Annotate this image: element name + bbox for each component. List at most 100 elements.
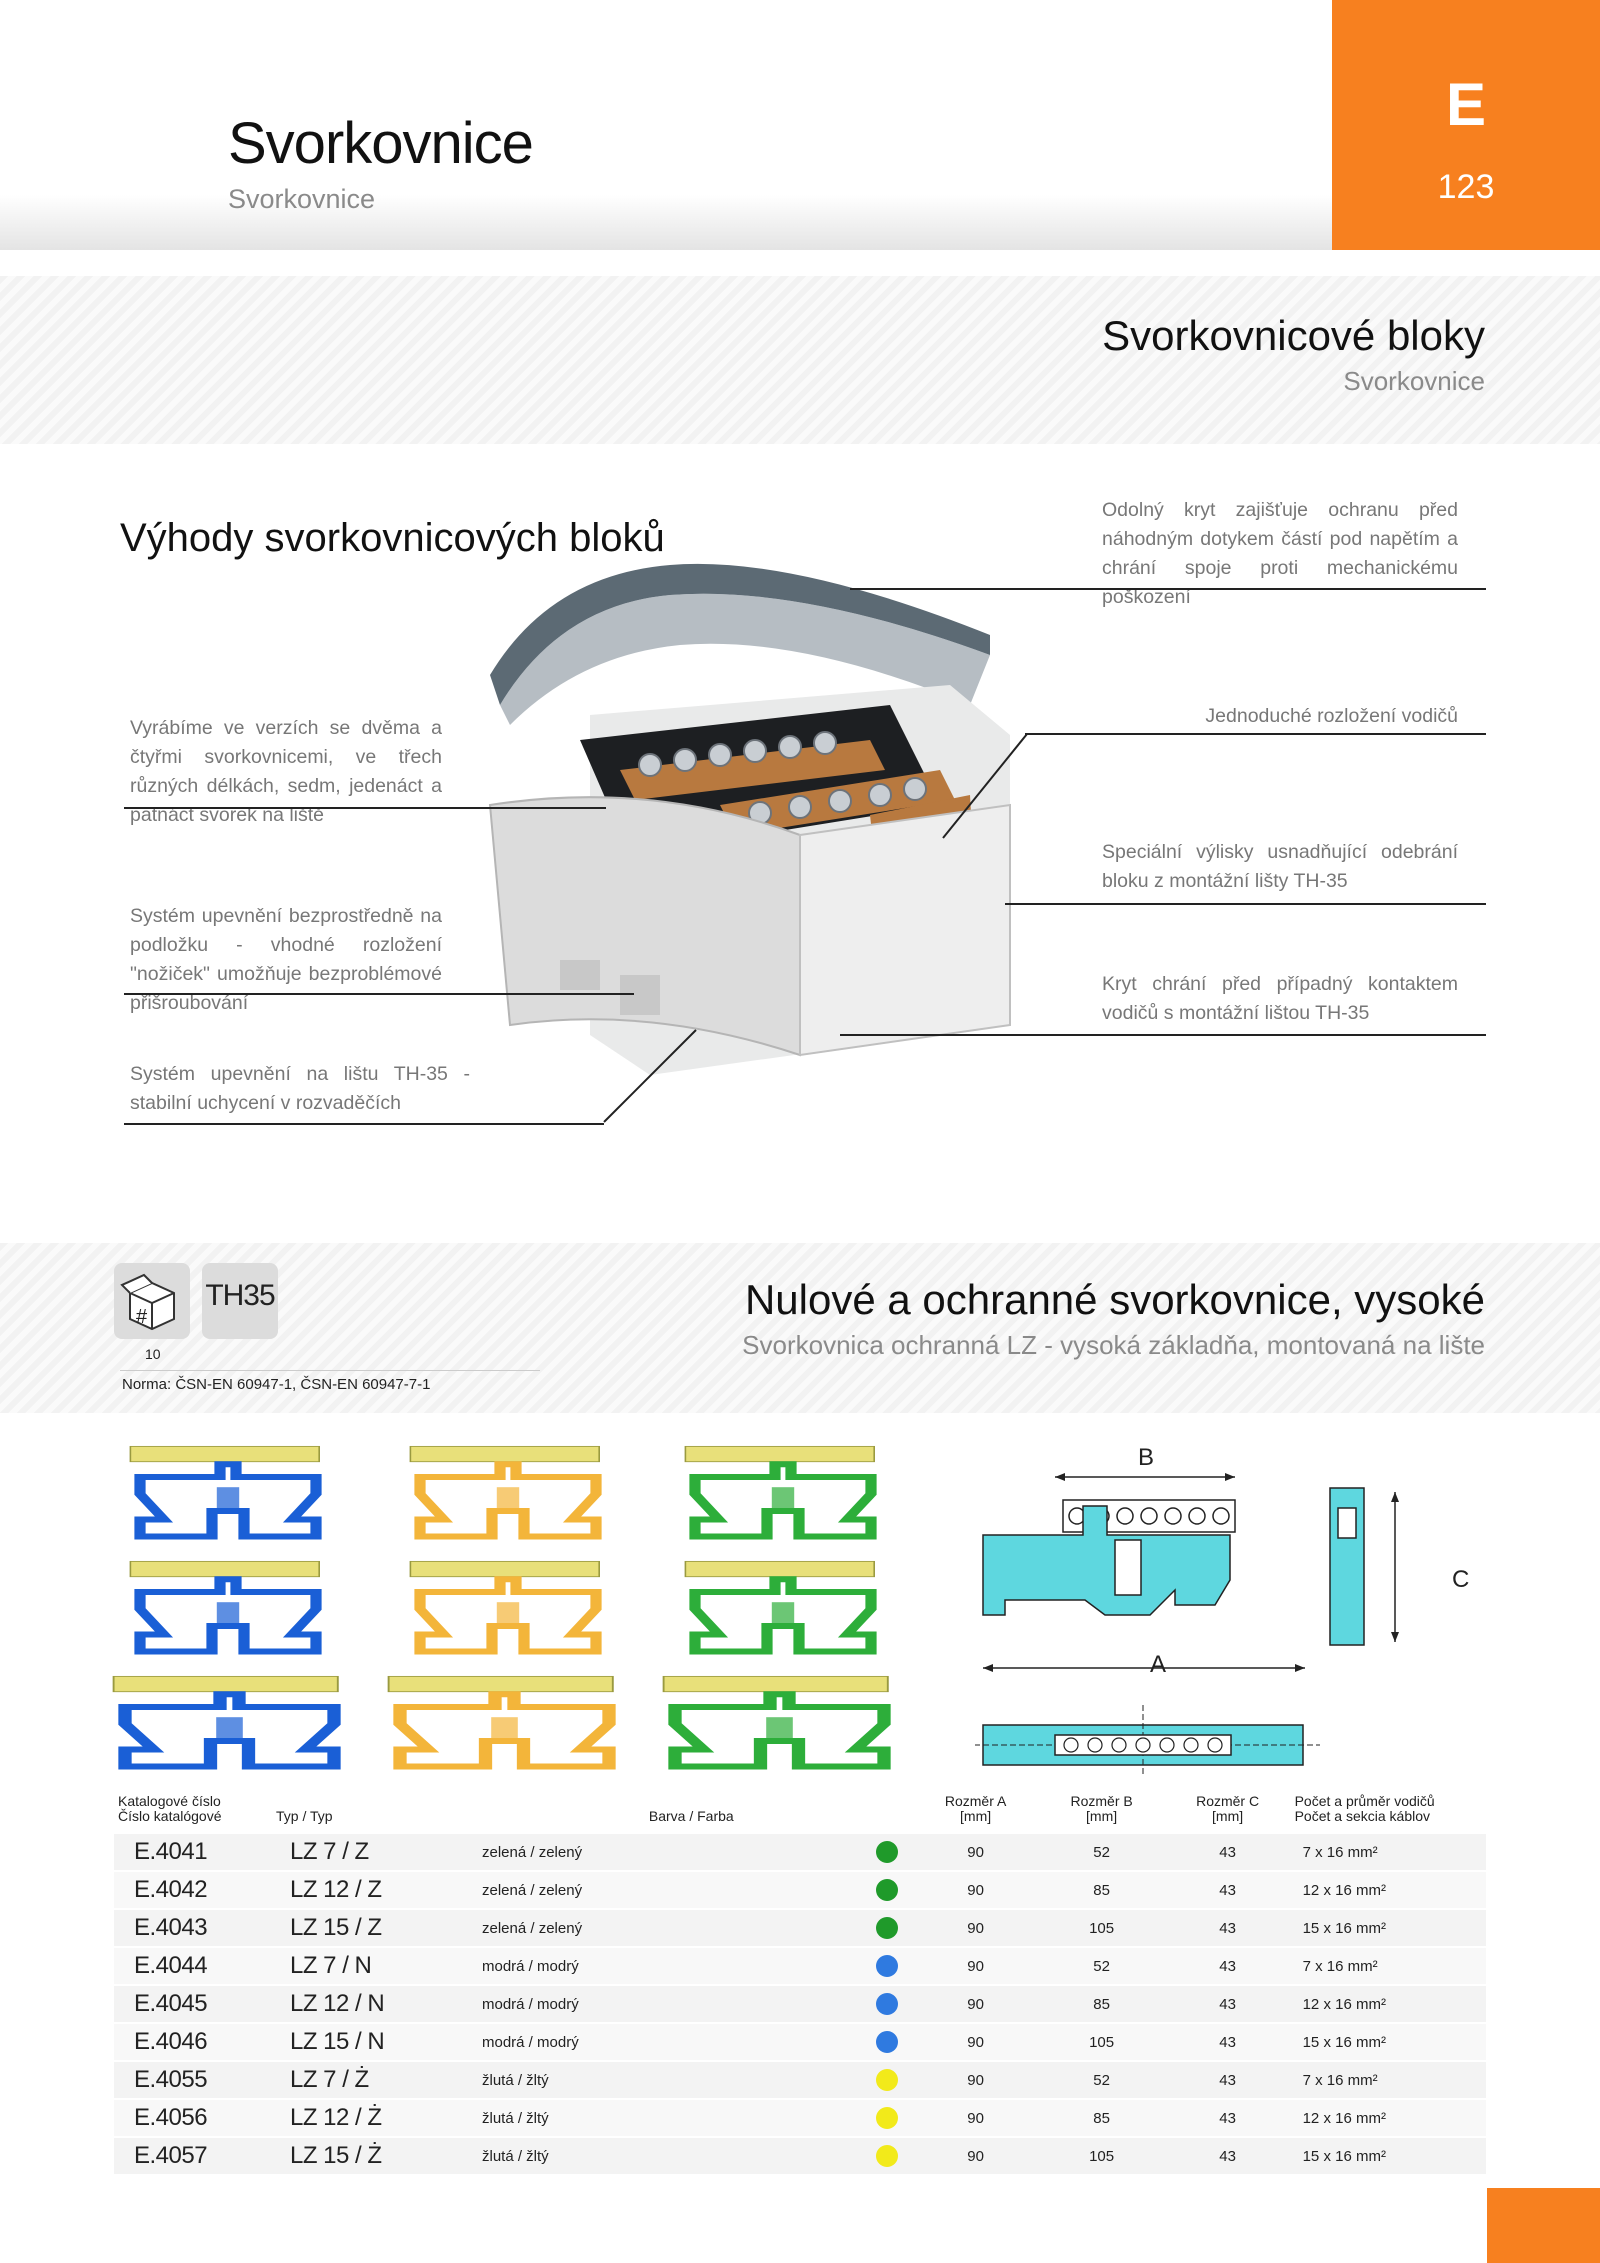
color-cell: žlutá / žltý [470, 2098, 861, 2137]
page-header [0, 0, 1332, 250]
color-dot-cell [860, 1946, 913, 1985]
color-dot [875, 2069, 898, 2091]
norma-text: Norma: ČSN-EN 60947-1, ČSN-EN 60947-7-1 [122, 1376, 431, 1393]
callout-rail-mount: Systém upevnění na lištu TH-35 - stabiln… [130, 1063, 470, 1114]
table-header: Katalogové číslo Číslo katalógové Typ / … [114, 1788, 1486, 1833]
dimension-c-label: C [1452, 1566, 1470, 1593]
dim-c-cell: 43 [1164, 2022, 1291, 2061]
color-cell: zelená / zelený [470, 1832, 861, 1871]
color-dot-cell [860, 2098, 913, 2137]
color-dot-cell [860, 2136, 913, 2174]
pack-quantity-badge: # [114, 1263, 190, 1339]
callout-wiring: Jednoduché rozložení vodičů [1205, 705, 1458, 727]
count-cell: 15 x 16 mm² [1290, 2136, 1486, 2174]
page-subtitle: Svorkovnice [228, 184, 376, 214]
count-cell: 7 x 16 mm² [1290, 2060, 1486, 2099]
color-cell: žlutá / žltý [470, 2060, 861, 2099]
count-cell: 12 x 16 mm² [1290, 1984, 1486, 2023]
dim-a-cell: 90 [912, 1946, 1039, 1985]
color-cell: modrá / modrý [470, 2022, 861, 2061]
dim-c-cell: 43 [1164, 1908, 1291, 1947]
dim-a-cell: 90 [912, 1908, 1039, 1947]
callout-screw-mount: Systém upevnění bezprostředně na podložk… [130, 905, 442, 1014]
section-subtitle: Svorkovnica ochranná LZ - vysoká základň… [742, 1330, 1485, 1360]
color-dot [875, 1917, 898, 1939]
section-subtitle: Svorkovnice [1343, 366, 1485, 396]
dim-b-cell: 52 [1038, 1832, 1165, 1871]
col-dim-b: Rozměr B [mm] [1070, 1793, 1133, 1824]
dim-b-cell: 85 [1038, 1984, 1165, 2023]
catalog-number: E.4043 [114, 1908, 272, 1947]
catalog-number: E.4057 [114, 2136, 272, 2174]
callout-connector [942, 733, 1028, 839]
count-cell: 7 x 16 mm² [1290, 1832, 1486, 1871]
dim-b-cell: 85 [1038, 1870, 1165, 1909]
catalog-number: E.4044 [114, 1946, 272, 1985]
dim-a-cell: 90 [912, 1832, 1039, 1871]
technical-drawing [975, 1473, 1399, 1775]
divider [120, 1370, 540, 1371]
color-cell: žlutá / žltý [470, 2136, 861, 2174]
chapter-tab: E 123 [1332, 0, 1600, 250]
dim-a-cell: 90 [912, 2060, 1039, 2099]
dim-a-cell: 90 [912, 1984, 1039, 2023]
callout-connector [603, 1029, 697, 1123]
catalog-number: E.4045 [114, 1984, 272, 2023]
color-dot-cell [860, 1908, 913, 1947]
dim-b-cell: 52 [1038, 1946, 1165, 1985]
color-cell: modrá / modrý [470, 1946, 861, 1985]
dim-b-cell: 105 [1038, 2022, 1165, 2061]
color-dot [875, 1993, 898, 2015]
callout-line [850, 588, 1486, 590]
type-cell: LZ 7 / Z [272, 1832, 470, 1871]
count-cell: 15 x 16 mm² [1290, 1908, 1486, 1947]
svg-text:#: # [136, 1306, 148, 1328]
col-color: Barva / Farba [648, 1808, 734, 1824]
callout-protect-cover: Kryt chrání před případný kontaktem vodi… [1102, 973, 1458, 1024]
terminal-block-illustration [488, 563, 1011, 1075]
dim-c-cell: 43 [1164, 2136, 1291, 2174]
corner-accent [1487, 2188, 1600, 2263]
color-dot [875, 2145, 898, 2167]
rail-badge: TH35 [202, 1263, 278, 1339]
callout-line [840, 1034, 1486, 1036]
count-cell: 15 x 16 mm² [1290, 2022, 1486, 2061]
color-dot-cell [860, 2022, 913, 2061]
col-type: Typ / Typ [276, 1808, 333, 1824]
dim-a-cell: 90 [912, 2098, 1039, 2137]
type-cell: LZ 15 / Z [272, 1908, 470, 1947]
type-cell: LZ 12 / Ż [272, 2098, 470, 2137]
type-cell: LZ 15 / N [272, 2022, 470, 2061]
col-dim-c: Rozměr C [mm] [1196, 1793, 1260, 1824]
color-dot [875, 1841, 898, 1863]
dim-c-cell: 43 [1164, 2098, 1291, 2137]
count-cell: 12 x 16 mm² [1290, 2098, 1486, 2137]
color-dot [875, 1879, 898, 1901]
section-band [0, 276, 1600, 444]
type-cell: LZ 12 / Z [272, 1870, 470, 1909]
type-cell: LZ 12 / N [272, 1984, 470, 2023]
dim-c-cell: 43 [1164, 1832, 1291, 1871]
catalog-number: E.4042 [114, 1870, 272, 1909]
callout-line [1025, 733, 1486, 735]
section-title: Svorkovnicové bloky [1102, 312, 1485, 359]
page-number: 123 [1437, 168, 1495, 206]
dim-c-cell: 43 [1164, 1984, 1291, 2023]
dim-a-cell: 90 [912, 1870, 1039, 1909]
type-cell: LZ 7 / Ż [272, 2060, 470, 2099]
dim-a-cell: 90 [912, 2136, 1039, 2174]
count-cell: 7 x 16 mm² [1290, 1946, 1486, 1985]
pack-quantity: 10 [145, 1346, 161, 1362]
chapter-letter: E [1445, 71, 1487, 138]
dim-c-cell: 43 [1164, 1946, 1291, 1985]
page-title: Svorkovnice [228, 111, 534, 176]
color-dot-cell [860, 2060, 913, 2099]
callout-versions: Vyrábíme ve verzích se dvěma a čtyřmi sv… [130, 717, 442, 826]
